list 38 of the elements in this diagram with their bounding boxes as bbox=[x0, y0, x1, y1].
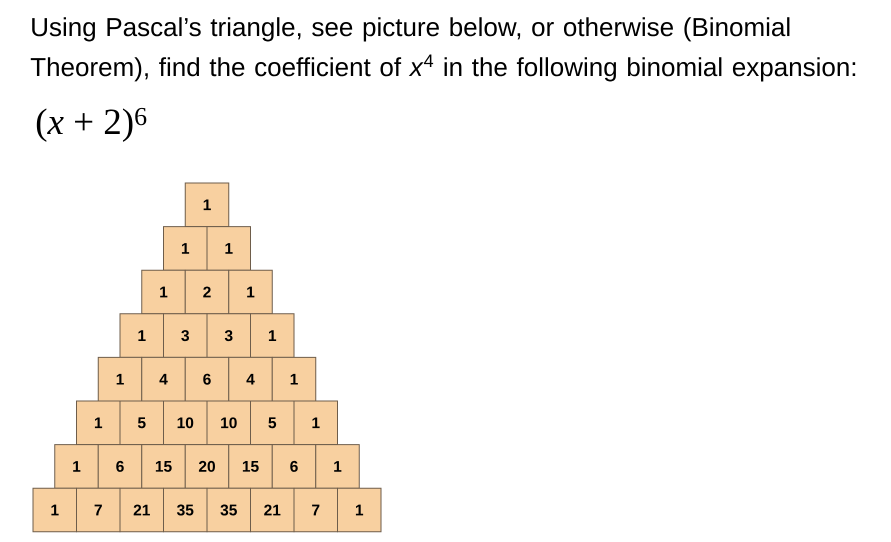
number-cell: 6 bbox=[184, 356, 230, 402]
number-cell: 3 bbox=[206, 313, 251, 358]
number-cell: 2 bbox=[184, 270, 230, 314]
number-cell: 10 bbox=[163, 400, 208, 446]
number-cell: 4 bbox=[228, 356, 273, 402]
number-cell: 1 bbox=[294, 400, 338, 446]
number-cell: 21 bbox=[250, 488, 294, 532]
number-cell: 1 bbox=[141, 270, 186, 314]
number-cell: 1 bbox=[32, 488, 77, 532]
number-cell: 1 bbox=[228, 270, 273, 314]
number-cell: 6 bbox=[272, 444, 316, 489]
number-cell: 1 bbox=[76, 400, 120, 446]
number-cell: 1 bbox=[98, 356, 142, 402]
number-cell: 35 bbox=[206, 488, 251, 532]
number-cell: 7 bbox=[294, 488, 338, 532]
number-cell: 1 bbox=[337, 488, 382, 532]
number-cell: 20 bbox=[184, 444, 230, 489]
number-cell: 3 bbox=[163, 313, 208, 358]
number-cell: 15 bbox=[228, 444, 273, 489]
number-cell: 15 bbox=[141, 444, 186, 489]
number-cell: 1 bbox=[206, 226, 251, 271]
number-cell: 1 bbox=[163, 226, 208, 271]
number-cell: 21 bbox=[120, 488, 164, 532]
number-cell: 1 bbox=[250, 313, 294, 358]
question-text: Using Pascal’s triangle, see picture below, or otherwise (Binomial Theorem), find the coefficient of x$^{4}$ in the following binomial expansion: bbox=[30, 17, 856, 82]
number-cell: 1 bbox=[272, 356, 316, 402]
number-cell: 1 bbox=[54, 444, 99, 489]
number-cell: 5 bbox=[120, 400, 164, 446]
number-cell: 4 bbox=[141, 356, 186, 402]
number-cell: 6 bbox=[98, 444, 142, 489]
expression: (x + 2)$^{6}$ bbox=[36, 108, 146, 142]
number-cell: 1 bbox=[120, 313, 164, 358]
number-cell: 1 bbox=[184, 182, 230, 228]
number-cell: 35 bbox=[163, 488, 208, 532]
number-cell: 1 bbox=[315, 444, 360, 489]
number-cell: 10 bbox=[206, 400, 251, 446]
number-cell: 5 bbox=[250, 400, 294, 446]
number-cell: 7 bbox=[76, 488, 120, 532]
